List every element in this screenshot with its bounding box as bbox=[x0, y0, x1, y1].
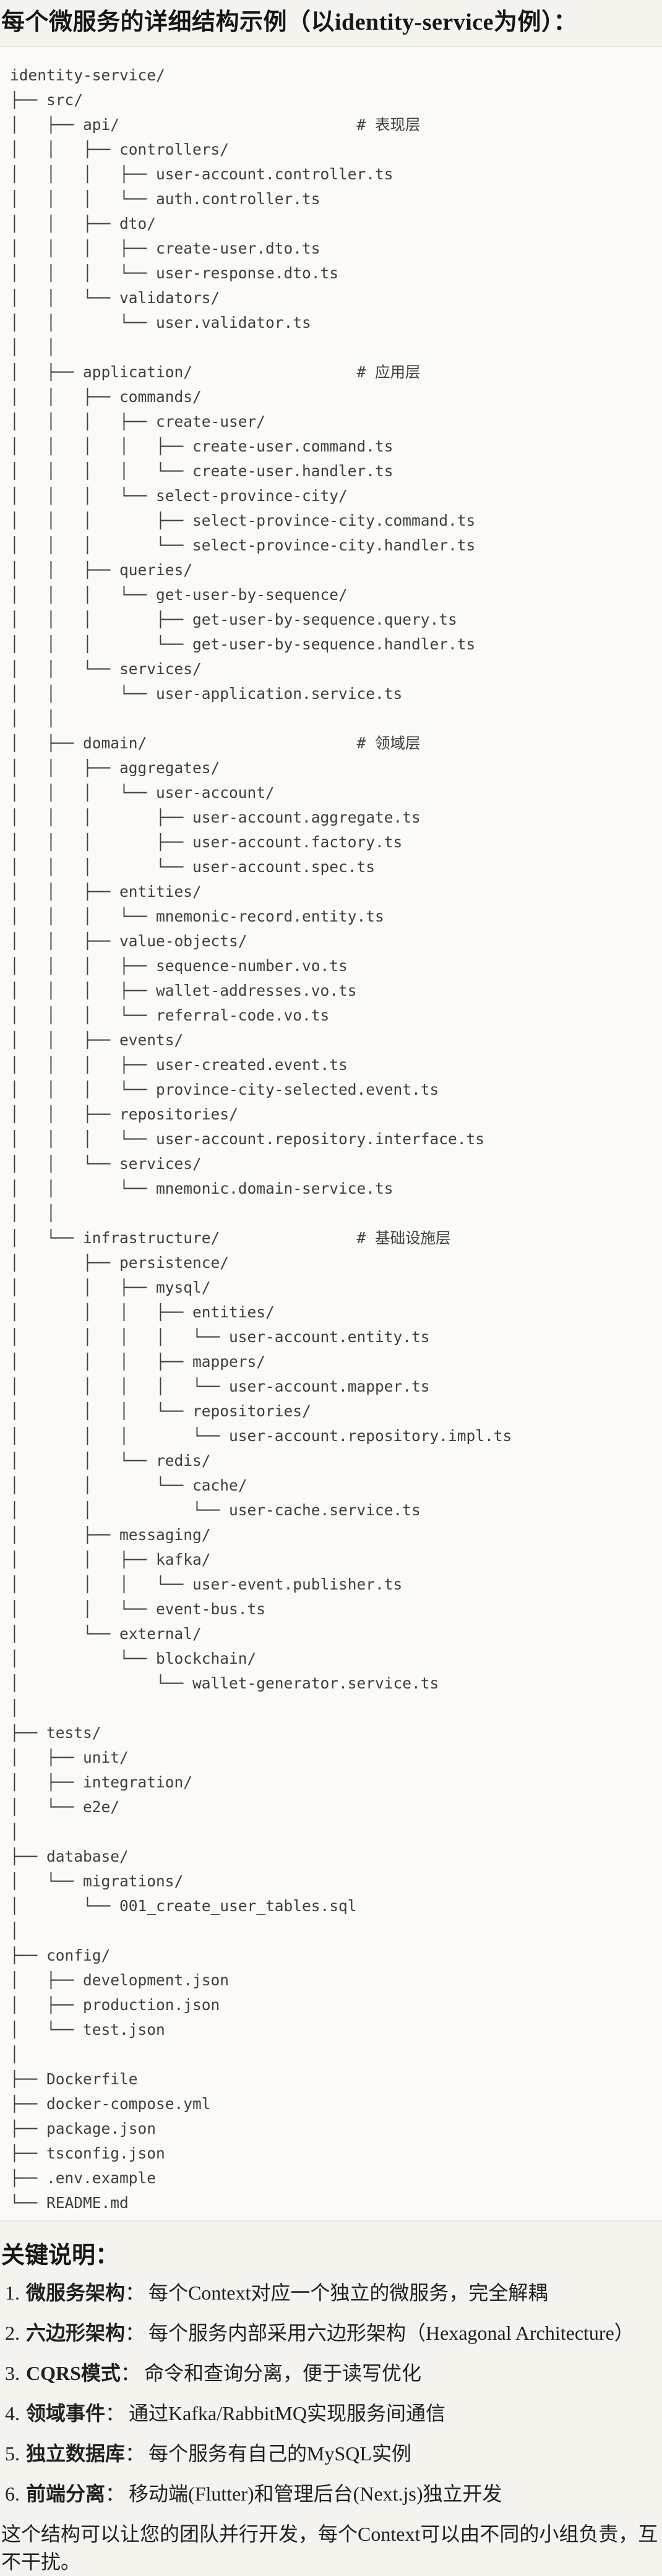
note-text: 移动端(Flutter)和管理后台(Next.js)独立开发 bbox=[129, 2483, 502, 2505]
note-colon: ： bbox=[125, 2282, 145, 2304]
note-text: 通过Kafka/RabbitMQ实现服务间通信 bbox=[129, 2402, 445, 2424]
note-label: 微服务架构 bbox=[26, 2282, 126, 2304]
note-colon: ： bbox=[125, 2322, 145, 2344]
note-item: 4. 领域事件：通过Kafka/RabbitMQ实现服务间通信 bbox=[1, 2400, 662, 2428]
note-item: 6. 前端分离：移动端(Flutter)和管理后台(Next.js)独立开发 bbox=[1, 2480, 662, 2508]
document: 每个微服务的详细结构示例（以identity-service为例）： ident… bbox=[0, 9, 662, 2576]
note-colon: ： bbox=[105, 2402, 126, 2424]
note-label: 领域事件 bbox=[26, 2402, 106, 2424]
note-text: 每个Context对应一个独立的微服务，完全解耦 bbox=[148, 2282, 548, 2304]
note-text: 每个服务有自己的MySQL实例 bbox=[148, 2442, 411, 2465]
note-text: 命令和查询分离，便于读写优化 bbox=[144, 2362, 421, 2384]
note-number: 1. bbox=[5, 2282, 20, 2304]
directory-tree: identity-service/ ├── src/ │ ├── api/ # … bbox=[10, 66, 512, 2212]
note-number: 6. bbox=[5, 2483, 20, 2505]
note-item: 1. 微服务架构：每个Context对应一个独立的微服务，完全解耦 bbox=[1, 2279, 662, 2307]
note-text: 每个服务内部采用六边形架构（Hexagonal Architecture） bbox=[148, 2322, 634, 2344]
notes-heading: 关键说明： bbox=[1, 2243, 119, 2269]
note-label: 六边形架构 bbox=[26, 2322, 126, 2344]
note-item: 2. 六边形架构：每个服务内部采用六边形架构（Hexagonal Architec… bbox=[1, 2319, 662, 2347]
note-colon: ： bbox=[105, 2483, 126, 2505]
note-label: 独立数据库 bbox=[26, 2442, 126, 2465]
notes-footer: 这个结构可以让您的团队并行开发，每个Context可以由不同的小组负责，互不干扰… bbox=[1, 2523, 658, 2573]
note-item: 3. CQRS模式：命令和查询分离，便于读写优化 bbox=[1, 2360, 662, 2387]
notes-list: 1.微服务架构：每个Context对应一个独立的微服务，完全解耦 2.六边形架构… bbox=[1, 2279, 662, 2508]
note-label: 前端分离 bbox=[26, 2483, 106, 2505]
note-item: 5. 独立数据库：每个服务有自己的MySQL实例 bbox=[1, 2440, 662, 2468]
note-number: 5. bbox=[5, 2442, 20, 2465]
note-label: CQRS模式 bbox=[26, 2362, 121, 2384]
note-number: 3. bbox=[5, 2362, 20, 2384]
note-number: 4. bbox=[5, 2402, 20, 2424]
note-colon: ： bbox=[125, 2442, 145, 2465]
notes-section: 关键说明： 1.微服务架构：每个Context对应一个独立的微服务，完全解耦 2… bbox=[0, 2242, 662, 2576]
note-colon: ： bbox=[120, 2362, 140, 2384]
code-block: identity-service/ ├── src/ │ ├── api/ # … bbox=[0, 46, 662, 2222]
page-title: 每个微服务的详细结构示例（以identity-service为例）： bbox=[1, 9, 578, 35]
note-number: 2. bbox=[5, 2322, 20, 2344]
